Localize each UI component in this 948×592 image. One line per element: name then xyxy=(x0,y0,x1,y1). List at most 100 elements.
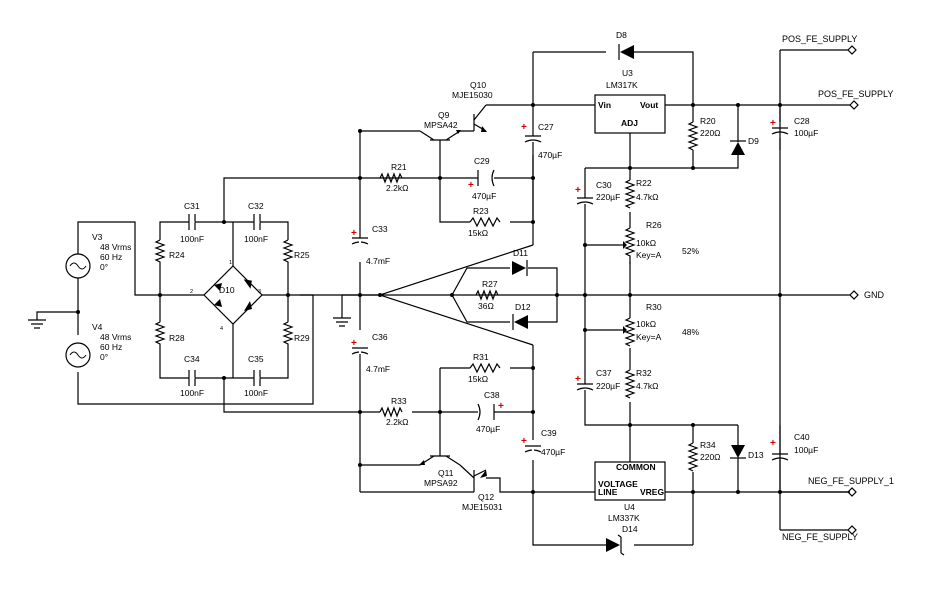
v3-vrms: 48 Vrms xyxy=(100,242,131,252)
q11: Q11 MPSA92 xyxy=(419,445,461,488)
u4-lm337: COMMON VOLTAGE LINE VREG U4 LM337K xyxy=(594,461,666,523)
q10: Q10 MJE15030 xyxy=(452,80,493,132)
svg-text:LINE: LINE xyxy=(598,487,618,497)
svg-text:4.7mF: 4.7mF xyxy=(366,256,390,266)
v3-name: V3 xyxy=(92,232,103,242)
svg-text:C29: C29 xyxy=(474,156,490,166)
svg-text:R22: R22 xyxy=(636,178,652,188)
d11: D11 xyxy=(512,248,528,276)
svg-text:D12: D12 xyxy=(515,302,531,312)
svg-text:C39: C39 xyxy=(541,428,557,438)
svg-text:Q9: Q9 xyxy=(438,110,450,120)
svg-text:MPSA92: MPSA92 xyxy=(424,478,458,488)
wire-neg-in xyxy=(532,345,595,493)
svg-text:+: + xyxy=(498,401,504,412)
svg-text:Key=A: Key=A xyxy=(636,250,662,260)
c31: C31 100nF xyxy=(180,201,204,244)
v4-freq: 60 Hz xyxy=(100,342,122,352)
wire-d11 xyxy=(451,267,558,296)
svg-text:+: + xyxy=(521,122,527,133)
svg-text:D14: D14 xyxy=(622,524,638,534)
c29: + C29 470µF xyxy=(468,156,496,201)
c30: + C30 220µF xyxy=(575,180,620,206)
d13: D13 xyxy=(730,445,764,460)
r22: R22 4.7kΩ xyxy=(624,178,658,209)
c28: + C28 100µF xyxy=(770,116,818,138)
c33: + C33 4.7mF xyxy=(351,224,390,266)
svg-text:C38: C38 xyxy=(484,390,500,400)
d10-pin1: 1 xyxy=(229,260,232,266)
wire-d14 xyxy=(532,492,693,546)
svg-text:220µF: 220µF xyxy=(596,381,620,391)
d10-pin2: 2 xyxy=(190,289,193,295)
wire-snubber-top-mid xyxy=(159,265,289,295)
wire-v4-bottom xyxy=(77,294,314,405)
wire-q11-q12 xyxy=(360,464,533,493)
r29: R29 xyxy=(282,321,310,348)
svg-text:U4: U4 xyxy=(624,502,635,512)
svg-text:R32: R32 xyxy=(636,368,652,378)
wire-pos-in xyxy=(532,52,595,120)
c39: + C39 470µF xyxy=(521,428,565,457)
svg-text:C27: C27 xyxy=(538,122,554,132)
svg-text:LM337K: LM337K xyxy=(608,513,640,523)
d14: D14 xyxy=(606,524,638,556)
v4-name: V4 xyxy=(92,322,103,332)
r33: R33 2.2kΩ xyxy=(379,396,408,427)
r26-pot: R26 10kΩ Key=A 52% xyxy=(618,220,699,264)
svg-text:4.7mF: 4.7mF xyxy=(366,364,390,374)
svg-text:VOLTAGE: VOLTAGE xyxy=(598,479,638,489)
svg-text:Vout: Vout xyxy=(640,100,658,110)
svg-text:36Ω: 36Ω xyxy=(478,301,494,311)
svg-text:470µF: 470µF xyxy=(476,424,500,434)
svg-text:15kΩ: 15kΩ xyxy=(468,228,488,238)
svg-text:Key=A: Key=A xyxy=(636,332,662,342)
svg-text:Vin: Vin xyxy=(598,100,611,110)
wire-gnd-fan xyxy=(379,244,534,346)
svg-text:220µF: 220µF xyxy=(596,192,620,202)
svg-text:C36: C36 xyxy=(372,332,388,342)
c37: + C37 220µF xyxy=(575,368,620,394)
svg-text:52%: 52% xyxy=(682,246,699,256)
wire-d8 xyxy=(533,51,694,105)
wire-d12 xyxy=(451,294,558,323)
svg-text:100nF: 100nF xyxy=(244,388,268,398)
svg-text:100nF: 100nF xyxy=(180,388,204,398)
svg-text:R29: R29 xyxy=(294,333,310,343)
svg-text:+: + xyxy=(770,438,776,449)
svg-text:MPSA42: MPSA42 xyxy=(424,120,458,130)
c40: + C40 100µF xyxy=(770,432,818,470)
svg-text:C28: C28 xyxy=(794,116,810,126)
wire-c30 xyxy=(584,167,630,295)
svg-text:R21: R21 xyxy=(391,162,407,172)
svg-text:C35: C35 xyxy=(248,354,264,364)
r25: R25 xyxy=(282,239,310,265)
net-neg-bottom: NEG_FE_SUPPLY xyxy=(780,525,858,542)
v4-phase: 0° xyxy=(100,352,108,362)
r27: R27 36Ω xyxy=(475,279,499,311)
wire-q9-base xyxy=(439,151,470,223)
svg-text:100µF: 100µF xyxy=(794,445,818,455)
svg-text:R26: R26 xyxy=(646,220,662,230)
c35: C35 100nF xyxy=(244,354,268,398)
svg-text:R25: R25 xyxy=(294,250,310,260)
r31: R31 15kΩ xyxy=(468,352,501,384)
svg-text:VREG: VREG xyxy=(640,487,664,497)
svg-text:Q12: Q12 xyxy=(478,492,494,502)
svg-text:C31: C31 xyxy=(184,201,200,211)
wire-bridge-neg xyxy=(223,378,360,413)
svg-text:220Ω: 220Ω xyxy=(700,128,721,138)
svg-text:D13: D13 xyxy=(748,450,764,460)
svg-text:R24: R24 xyxy=(169,250,185,260)
svg-text:+: + xyxy=(770,118,776,129)
wire-r23 xyxy=(510,155,534,223)
ground-symbol-left xyxy=(28,319,46,329)
svg-text:C33: C33 xyxy=(372,224,388,234)
r24: R24 xyxy=(154,239,185,265)
wire-out-taps xyxy=(780,49,848,493)
svg-text:100nF: 100nF xyxy=(244,234,268,244)
svg-text:2.2kΩ: 2.2kΩ xyxy=(386,183,408,193)
d8: D8 xyxy=(616,30,634,60)
